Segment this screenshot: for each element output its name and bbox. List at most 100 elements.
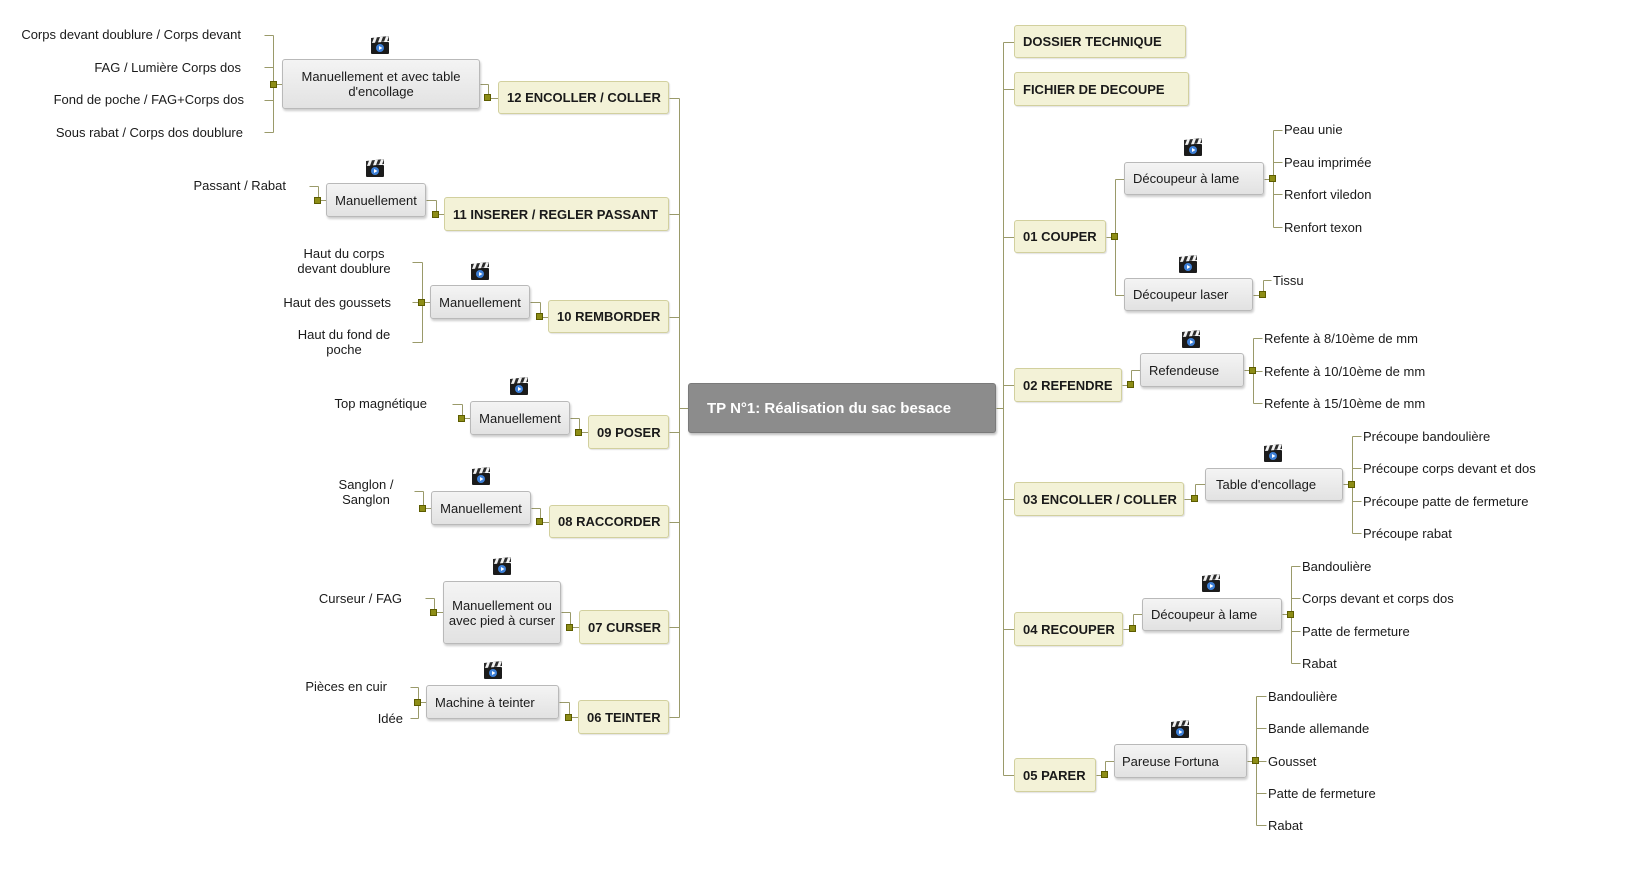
tool-manuellement-raccorder[interactable]: Manuellement <box>431 491 531 525</box>
leaf-corps-devant-doublure[interactable]: Corps devant doublure / Corps devant <box>21 27 241 42</box>
step-08-raccorder[interactable]: 08 RACCORDER <box>549 505 669 538</box>
leaf-precoupe-corps[interactable]: Précoupe corps devant et dos <box>1363 461 1536 476</box>
step-fichier-de-decoupe[interactable]: FICHIER DE DECOUPE <box>1014 72 1189 106</box>
leaf-refente-8[interactable]: Refente à 8/10ème de mm <box>1264 331 1418 346</box>
leaf-haut-fond-poche[interactable]: Haut du fond de poche <box>297 327 391 357</box>
leaf-haut-corps-devant[interactable]: Haut du corps devant doublure <box>297 246 391 276</box>
expand-knob-icon[interactable] <box>1191 495 1198 502</box>
leaf-pieces-en-cuir[interactable]: Pièces en cuir <box>305 679 387 694</box>
expand-knob-icon[interactable] <box>314 197 321 204</box>
step-11-inserer-regler-passant[interactable]: 11 INSERER / REGLER PASSANT <box>444 197 669 231</box>
leaf-precoupe-rabat[interactable]: Précoupe rabat <box>1363 526 1452 541</box>
expand-knob-icon[interactable] <box>430 609 437 616</box>
expand-knob-icon[interactable] <box>575 429 582 436</box>
expand-knob-icon[interactable] <box>536 518 543 525</box>
tool-manuellement-pied-a-curser[interactable]: Manuellement ou avec pied à curser <box>443 581 561 644</box>
expand-knob-icon[interactable] <box>1287 611 1294 618</box>
tool-manuellement-poser[interactable]: Manuellement <box>470 401 570 435</box>
expand-knob-icon[interactable] <box>1249 367 1256 374</box>
leaf-refente-10[interactable]: Refente à 10/10ème de mm <box>1264 364 1426 379</box>
video-clapper-icon[interactable] <box>491 556 513 576</box>
leaf-precoupe-bandouliere[interactable]: Précoupe bandoulière <box>1363 429 1491 444</box>
tool-decoupeur-laser[interactable]: Découpeur laser <box>1124 278 1253 311</box>
leaf-fag-lumiere[interactable]: FAG / Lumière Corps dos <box>94 60 241 75</box>
expand-knob-icon[interactable] <box>1101 771 1108 778</box>
leaf-rabat-recouper[interactable]: Rabat <box>1302 656 1337 671</box>
leaf-tissu[interactable]: Tissu <box>1273 273 1304 288</box>
step-06-teinter[interactable]: 06 TEINTER <box>578 700 669 734</box>
tool-decoupeur-a-lame-recouper[interactable]: Découpeur à lame <box>1142 598 1282 631</box>
leaf-sanglon[interactable]: Sanglon / Sanglon <box>338 477 394 507</box>
step-dossier-technique[interactable]: DOSSIER TECHNIQUE <box>1014 25 1186 58</box>
expand-knob-icon[interactable] <box>1129 625 1136 632</box>
tool-machine-a-teinter[interactable]: Machine à teinter <box>426 685 559 719</box>
step-10-remborder[interactable]: 10 REMBORDER <box>548 300 669 333</box>
expand-knob-icon[interactable] <box>1259 291 1266 298</box>
step-04-recouper[interactable]: 04 RECOUPER <box>1014 612 1123 646</box>
expand-knob-icon[interactable] <box>1252 757 1259 764</box>
leaf-renfort-texon[interactable]: Renfort texon <box>1284 220 1363 235</box>
leaf-passant-rabat[interactable]: Passant / Rabat <box>193 178 287 193</box>
expand-knob-icon[interactable] <box>458 415 465 422</box>
tool-manuellement-remborder[interactable]: Manuellement <box>430 285 530 319</box>
step-03-encoller-coller[interactable]: 03 ENCOLLER / COLLER <box>1014 482 1184 516</box>
expand-knob-icon[interactable] <box>565 714 572 721</box>
step-09-poser[interactable]: 09 POSER <box>588 415 669 449</box>
step-05-parer[interactable]: 05 PARER <box>1014 758 1096 792</box>
leaf-top-magnetique[interactable]: Top magnétique <box>334 396 427 411</box>
step-01-couper[interactable]: 01 COUPER <box>1014 220 1106 253</box>
video-clapper-icon[interactable] <box>1180 329 1202 349</box>
tool-manuellement-table-encollage[interactable]: Manuellement et avec table d'encollage <box>282 59 480 109</box>
leaf-bandouliere-recouper[interactable]: Bandoulière <box>1302 559 1372 574</box>
video-clapper-icon[interactable] <box>508 376 530 396</box>
video-clapper-icon[interactable] <box>482 660 504 680</box>
tool-table-d-encollage[interactable]: Table d'encollage <box>1205 468 1343 501</box>
leaf-idee[interactable]: Idée <box>377 711 403 726</box>
video-clapper-icon[interactable] <box>1169 719 1191 739</box>
video-clapper-icon[interactable] <box>469 261 491 281</box>
leaf-rabat-parer[interactable]: Rabat <box>1268 818 1303 833</box>
tool-decoupeur-a-lame-couper[interactable]: Découpeur à lame <box>1124 162 1264 195</box>
expand-knob-icon[interactable] <box>1348 481 1355 488</box>
leaf-bandouliere-parer[interactable]: Bandoulière <box>1268 689 1338 704</box>
leaf-patte-parer[interactable]: Patte de fermeture <box>1268 786 1376 801</box>
video-clapper-icon[interactable] <box>369 35 391 55</box>
leaf-peau-unie[interactable]: Peau unie <box>1284 122 1343 137</box>
video-clapper-icon[interactable] <box>470 466 492 486</box>
expand-knob-icon[interactable] <box>1127 381 1134 388</box>
video-clapper-icon[interactable] <box>364 158 386 178</box>
expand-knob-icon[interactable] <box>270 81 277 88</box>
tool-refendeuse[interactable]: Refendeuse <box>1140 353 1244 387</box>
expand-knob-icon[interactable] <box>536 313 543 320</box>
expand-knob-icon[interactable] <box>432 211 439 218</box>
expand-knob-icon[interactable] <box>1111 233 1118 240</box>
leaf-corps-devant-dos[interactable]: Corps devant et corps dos <box>1302 591 1454 606</box>
leaf-bande-allemande[interactable]: Bande allemande <box>1268 721 1370 736</box>
leaf-patte-recouper[interactable]: Patte de fermeture <box>1302 624 1410 639</box>
step-12-encoller-coller[interactable]: 12 ENCOLLER / COLLER <box>498 81 669 114</box>
expand-knob-icon[interactable] <box>484 94 491 101</box>
leaf-gousset[interactable]: Gousset <box>1268 754 1317 769</box>
leaf-renfort-viledon[interactable]: Renfort viledon <box>1284 187 1372 202</box>
root-topic[interactable]: TP N°1: Réalisation du sac besace <box>688 383 996 433</box>
video-clapper-icon[interactable] <box>1177 254 1199 274</box>
leaf-haut-goussets[interactable]: Haut des goussets <box>283 295 391 310</box>
expand-knob-icon[interactable] <box>414 699 421 706</box>
leaf-curseur-fag[interactable]: Curseur / FAG <box>318 591 402 606</box>
leaf-fond-de-poche[interactable]: Fond de poche / FAG+Corps dos <box>53 92 244 107</box>
step-02-refendre[interactable]: 02 REFENDRE <box>1014 368 1122 402</box>
expand-knob-icon[interactable] <box>419 505 426 512</box>
expand-knob-icon[interactable] <box>418 299 425 306</box>
leaf-sous-rabat[interactable]: Sous rabat / Corps dos doublure <box>55 125 243 140</box>
step-07-curser[interactable]: 07 CURSER <box>579 610 669 644</box>
leaf-peau-imprimee[interactable]: Peau imprimée <box>1284 155 1372 170</box>
expand-knob-icon[interactable] <box>566 624 573 631</box>
tool-manuellement-passant[interactable]: Manuellement <box>326 183 426 217</box>
leaf-refente-15[interactable]: Refente à 15/10ème de mm <box>1264 396 1426 411</box>
video-clapper-icon[interactable] <box>1262 443 1284 463</box>
tool-pareuse-fortuna[interactable]: Pareuse Fortuna <box>1114 744 1247 778</box>
expand-knob-icon[interactable] <box>1269 175 1276 182</box>
leaf-precoupe-patte[interactable]: Précoupe patte de fermeture <box>1363 494 1529 509</box>
video-clapper-icon[interactable] <box>1200 573 1222 593</box>
video-clapper-icon[interactable] <box>1182 137 1204 157</box>
